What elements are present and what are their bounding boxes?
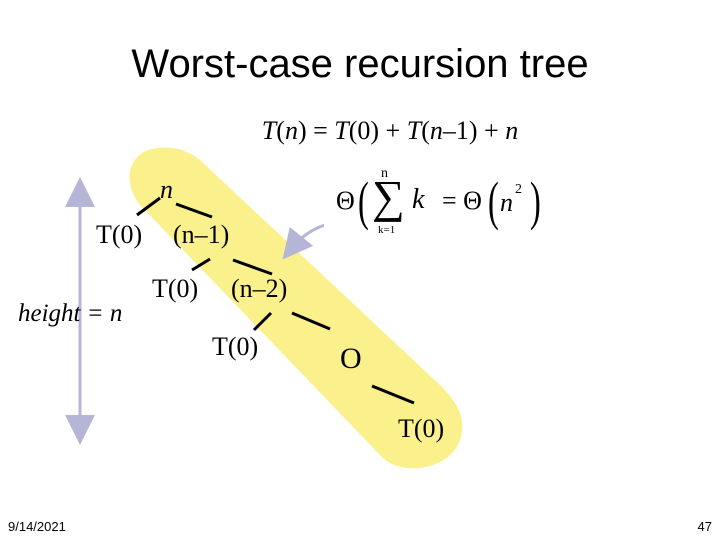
summation-formula: Θ ( n ∑ k=1 k = Θ ( n 2 ) [324,164,550,240]
tree-ellipsis: O [340,342,362,375]
recurrence-open: ( [276,116,285,145]
slide-title: Worst-case recursion tree [131,42,589,86]
recurrence-T2: T [334,116,349,145]
edge-l1-left [191,257,211,272]
formula-open-paren2: ( [488,171,499,231]
recurrence-mid: ) = [297,116,335,145]
formula-result-exponent: 2 [515,182,522,197]
recurrence-n3: n [505,116,519,145]
page-number: 47 [697,519,712,534]
edge-leaf [371,384,415,405]
tree-level1-left: T(0) [96,220,143,249]
tree-level2-left: T(0) [152,274,199,303]
height-label: height = n [18,300,123,327]
tree-root: n [160,175,173,204]
tree-level3-left: T(0) [212,332,259,361]
recurrence-equation: T(n) = T(0) + T(n–1) + n [0,116,720,146]
formula-close-paren: ) [530,171,541,231]
recurrence-n1: n [284,116,298,145]
footer-date: 9/14/2021 [8,519,66,534]
tree-leaf: T(0) [398,414,445,443]
formula-theta-left: Θ [336,186,355,215]
tree-level1-right: (n–1) [173,220,230,249]
recurrence-T1: T [261,116,277,145]
sigma-symbol: ∑ [372,171,405,222]
recurrence-T3: T [406,116,422,145]
formula-summand: k [412,184,425,215]
formula-open-paren: ( [358,171,369,231]
recurrence-open2: ( [421,116,430,145]
edge-l2-left [252,311,273,332]
formula-result-base: n [500,188,513,217]
formula-equals-theta: = Θ [442,186,482,215]
recurrence-minus-1: –1) + [442,116,506,145]
edge-root-right [175,202,213,219]
recurrence-zero-term: (0) + [348,116,407,145]
edge-l2-right [291,311,331,331]
recurrence-n2: n [429,116,443,145]
formula-lower-bound: k=1 [378,224,396,236]
edge-root-left [136,196,161,217]
tree-level2-right: (n–2) [231,274,288,303]
formula-upper-bound: n [381,166,388,181]
edge-l1-right [232,258,273,276]
